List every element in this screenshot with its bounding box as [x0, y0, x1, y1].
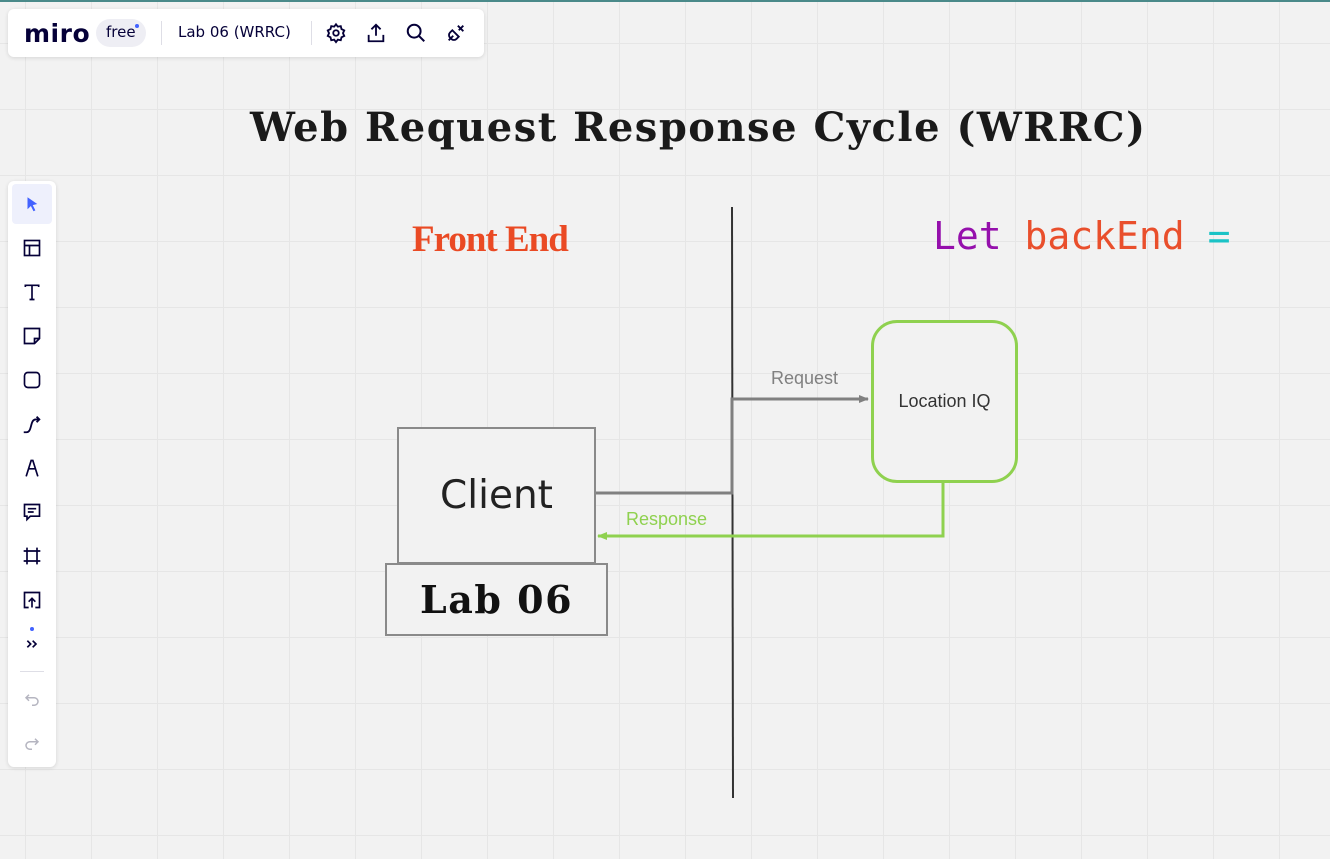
cursor-arrow-icon	[27, 197, 38, 212]
redo-button[interactable]	[12, 724, 52, 764]
toolbar-divider	[20, 671, 44, 672]
board-name[interactable]: Lab 06 (WRRC)	[178, 23, 291, 41]
top-toolbar: miro free Lab 06 (WRRC)	[8, 9, 484, 57]
code-operator: =	[1207, 214, 1231, 258]
notification-dot	[30, 627, 34, 631]
window-top-border	[0, 0, 1330, 2]
search-button[interactable]	[402, 19, 430, 47]
upload-tool[interactable]	[12, 580, 52, 620]
share-button[interactable]	[362, 19, 390, 47]
frame-icon	[23, 547, 41, 565]
location-iq-label: Location IQ	[898, 391, 991, 411]
frame-tool[interactable]	[12, 536, 52, 576]
pen-tool[interactable]	[12, 448, 52, 488]
text-tool[interactable]	[12, 272, 52, 312]
plan-badge-label: free	[106, 23, 136, 41]
client-label: Client	[440, 473, 553, 518]
lab-label: Lab 06	[419, 577, 574, 622]
undo-button[interactable]	[12, 680, 52, 720]
frontend-backend-divider-line[interactable]	[731, 206, 734, 799]
upload-icon	[23, 591, 41, 609]
connection-line-tool[interactable]	[12, 404, 52, 444]
left-toolbar	[8, 181, 56, 767]
miro-logo[interactable]: miro	[24, 19, 91, 48]
connector-arrow-icon	[23, 416, 41, 434]
share-upload-icon	[367, 23, 385, 43]
request-label[interactable]: Request	[771, 368, 839, 388]
templates-tool[interactable]	[12, 228, 52, 268]
front-end-label[interactable]: Front End	[412, 219, 569, 260]
notification-dot	[134, 24, 139, 28]
board-title[interactable]: Web Request Response Cycle (WRRC)	[250, 104, 1147, 151]
rounded-square-icon	[23, 371, 41, 389]
more-tools[interactable]	[12, 624, 52, 664]
toolbar-divider	[311, 21, 312, 45]
response-label[interactable]: Response	[626, 509, 708, 529]
lab-shape[interactable]: Lab 06	[385, 563, 608, 636]
select-tool[interactable]	[12, 184, 52, 224]
layout-icon	[23, 239, 41, 257]
pen-icon	[25, 459, 39, 477]
location-iq-shape[interactable]: Location IQ	[871, 320, 1018, 483]
client-shape[interactable]: Client	[397, 427, 596, 564]
shape-tool[interactable]	[12, 360, 52, 400]
plan-badge[interactable]: free	[96, 19, 146, 47]
undo-icon	[24, 694, 39, 706]
settings-icon	[326, 22, 346, 44]
toolbar-divider	[161, 21, 162, 45]
comment-tool[interactable]	[12, 492, 52, 532]
code-variable: backEnd	[1024, 214, 1185, 258]
code-keyword: Let	[933, 214, 1002, 258]
double-chevron-right-icon	[26, 640, 38, 648]
request-arrow[interactable]	[594, 395, 869, 495]
sticky-note-tool[interactable]	[12, 316, 52, 356]
plugin-icon	[448, 25, 464, 41]
redo-icon	[25, 738, 40, 750]
integrations-button[interactable]	[442, 19, 470, 47]
search-icon	[406, 23, 425, 42]
response-arrow[interactable]	[597, 478, 945, 540]
text-t-icon	[24, 284, 40, 301]
settings-button[interactable]	[322, 19, 350, 47]
comment-icon	[23, 503, 41, 522]
sticky-note-icon	[23, 327, 41, 345]
code-snippet[interactable]: Let backEnd =	[933, 214, 1230, 258]
